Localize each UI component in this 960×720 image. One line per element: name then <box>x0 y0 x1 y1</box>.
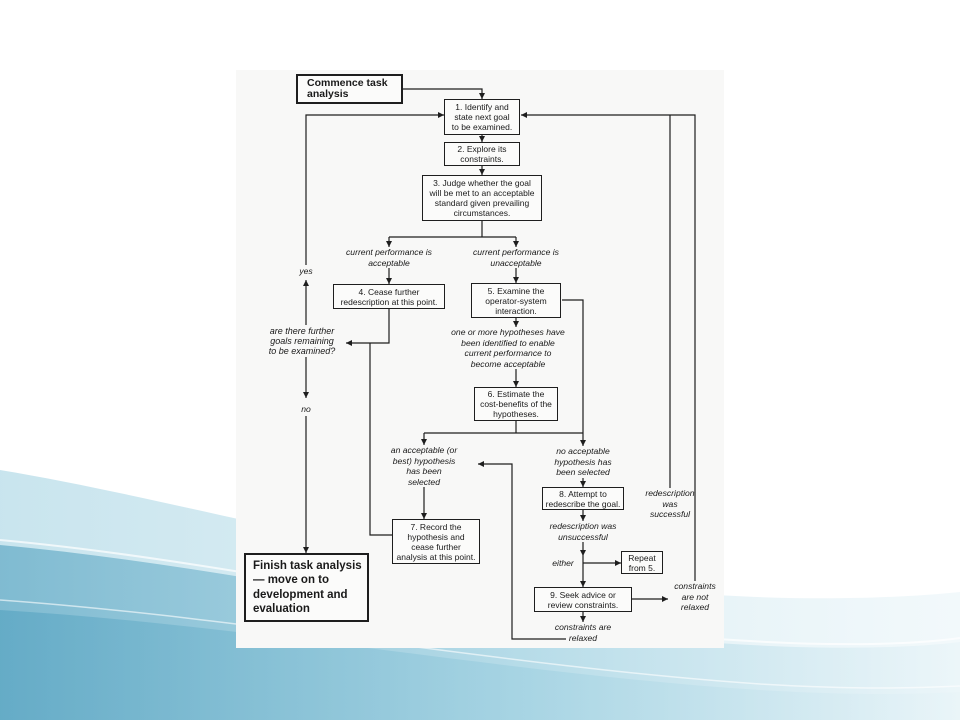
redescription-successful-line: successful <box>649 509 691 519</box>
step2-line: constraints. <box>460 154 504 164</box>
step5-line: interaction. <box>495 305 537 316</box>
step7-box: 7. Record the hypothesis and cease furth… <box>392 519 480 564</box>
step6-line: hypotheses. <box>493 409 539 419</box>
hypothesis-selected-line: best) hypothesis <box>392 455 456 466</box>
not-relaxed-line: relaxed <box>680 602 710 612</box>
connector-yes-to-step1 <box>305 112 444 265</box>
step6-line: 6. Estimate the <box>487 389 545 399</box>
step7-line: analysis at this point. <box>396 551 476 562</box>
step3-line: standard given prevailing <box>434 198 530 208</box>
step4-line: 4. Cease further <box>358 286 420 297</box>
redescription-successful-line: was <box>662 498 678 509</box>
step1-box: 1. Identify and state next goal to be ex… <box>444 99 520 135</box>
hypotheses-found-label: one or more hypotheses have been identif… <box>446 327 570 369</box>
redescription-successful-line: redescription <box>645 488 695 498</box>
repeat-line: Repeat <box>628 552 656 563</box>
step9-box: 9. Seek advice or review constraints. <box>534 587 632 612</box>
step8-line: 8. Attempt to <box>559 488 607 499</box>
commence-box-line: Commence task <box>307 76 388 89</box>
hypothesis-selected-label: an acceptable (or best) hypothesis has b… <box>379 445 469 487</box>
connector-not-relaxed-to-step1 <box>521 112 696 581</box>
finish-line: development and <box>253 588 348 601</box>
step8-line: redescribe the goal. <box>545 498 621 509</box>
step3-line: will be met to an acceptable <box>429 188 535 198</box>
connector-start-to-step1 <box>403 88 485 99</box>
step8-box: 8. Attempt to redescribe the goal. <box>542 487 624 510</box>
acceptable-label-line: acceptable <box>368 257 410 268</box>
finish-line: — move on to <box>253 574 330 586</box>
either-label: either <box>552 558 574 568</box>
step3-line: circumstances. <box>453 208 511 218</box>
step3-box: 3. Judge whether the goal will be met to… <box>422 175 542 221</box>
question-line: goals remaining <box>270 336 334 346</box>
no-hypothesis-label: no acceptable hypothesis has been select… <box>546 446 620 478</box>
step6-line: cost-benefits of the <box>480 399 552 409</box>
unacceptable-label-line: current performance is <box>473 247 559 257</box>
step1-line: 1. Identify and <box>455 102 509 112</box>
hypotheses-found-line: become acceptable <box>470 358 546 369</box>
step9-line: 9. Seek advice or <box>550 589 616 600</box>
step5-line: 5. Examine the <box>487 285 545 296</box>
hypotheses-found-line: one or more hypotheses have <box>451 327 565 337</box>
step2-box: 2. Explore its constraints. <box>444 142 520 166</box>
no-hypothesis-line: hypothesis has <box>554 456 612 467</box>
hypothesis-selected-line: selected <box>407 476 440 487</box>
relaxed-line: relaxed <box>568 632 598 643</box>
step5-line: operator-system <box>485 295 547 306</box>
step1-line: state next goal <box>454 112 510 122</box>
connector-step7-to-question <box>369 343 392 536</box>
no-label: no <box>301 404 311 414</box>
step7-line: cease further <box>411 541 461 552</box>
step7-line: hypothesis and <box>407 531 465 542</box>
yes-label: yes <box>299 266 313 276</box>
question-line: to be examined? <box>268 346 336 356</box>
hypotheses-found-line: been identified to enable <box>461 337 555 348</box>
hypotheses-found-line: current performance to <box>464 348 552 358</box>
unacceptable-label: current performance is unacceptable <box>462 247 570 268</box>
step5-box: 5. Examine the operator-system interacti… <box>471 283 561 318</box>
not-relaxed-line: constraints <box>674 581 716 591</box>
redescription-unsuccessful-label: redescription was unsuccessful <box>536 521 630 542</box>
no-hypothesis-line: no acceptable <box>556 446 610 456</box>
question-line: are there further <box>269 326 335 336</box>
connector-relaxed-loop <box>478 461 566 640</box>
step3-line: 3. Judge whether the goal <box>433 178 531 188</box>
acceptable-label-line: current performance is <box>346 247 432 257</box>
finish-box: Finish task analysis — move on to develo… <box>244 553 369 622</box>
step4-box: 4. Cease further redescription at this p… <box>333 284 445 309</box>
further-goals-question: are there further goals remaining to be … <box>248 326 356 356</box>
redescription-unsuccessful-line: redescription was <box>549 521 617 531</box>
step2-line: 2. Explore its <box>457 144 507 154</box>
constraints-not-relaxed-label: constraints are not relaxed <box>668 581 722 613</box>
commence-box-line: analysis <box>307 88 349 100</box>
step4-line: redescription at this point. <box>340 296 438 307</box>
step6-box: 6. Estimate the cost-benefits of the hyp… <box>474 387 558 421</box>
finish-line: Finish task analysis <box>253 559 362 572</box>
step7-line: 7. Record the <box>410 521 462 532</box>
not-relaxed-line: are not <box>681 591 709 602</box>
finish-line: evaluation <box>253 603 310 615</box>
commence-box: Commence task analysis <box>296 74 403 104</box>
hypothesis-selected-line: an acceptable (or <box>390 445 458 455</box>
redescription-unsuccessful-line: unsuccessful <box>558 531 608 542</box>
acceptable-label: current performance is acceptable <box>335 247 443 268</box>
step9-line: review constraints. <box>547 599 619 610</box>
connector-step5-to-no-hypothesis <box>562 299 586 446</box>
hypothesis-selected-line: has been <box>406 466 442 476</box>
redescription-successful-label: redescription was successful <box>638 488 702 520</box>
relaxed-line: constraints are <box>554 622 612 632</box>
unacceptable-label-line: unacceptable <box>490 257 542 268</box>
connector-step4-to-question <box>346 309 390 346</box>
repeat-box: Repeat from 5. <box>621 551 663 574</box>
wave-highlight-2 <box>0 599 960 689</box>
repeat-line: from 5. <box>628 562 656 573</box>
constraints-relaxed-label: constraints are relaxed <box>541 622 625 643</box>
no-hypothesis-line: been selected <box>556 467 610 477</box>
step1-line: to be examined. <box>451 122 513 132</box>
